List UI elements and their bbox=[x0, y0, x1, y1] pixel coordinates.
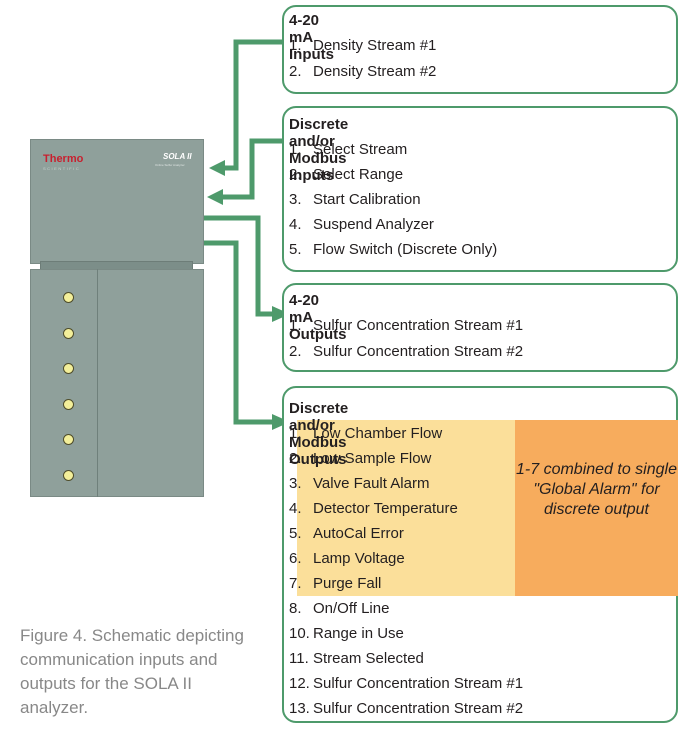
list-item: 5.Flow Switch (Discrete Only) bbox=[289, 241, 498, 258]
sola-ii-subtitle: Online Sulfur Analyzer bbox=[155, 163, 185, 167]
list-item: 1.Density Stream #1 bbox=[289, 37, 437, 54]
global-alarm-highlight bbox=[297, 420, 515, 596]
list-item: 12.Sulfur Concentration Stream #1 bbox=[289, 675, 524, 692]
arrowhead-discrete-inputs bbox=[207, 189, 223, 205]
list-item: 7.Purge Fall bbox=[289, 575, 382, 592]
list-item: 1.Select Stream bbox=[289, 141, 408, 158]
list-item: 2.Select Range bbox=[289, 166, 404, 183]
indicator-light bbox=[63, 469, 74, 481]
list-item: 2.Sulfur Concentration Stream #2 bbox=[289, 343, 524, 360]
list-item: 2.Low Sample Flow bbox=[289, 450, 432, 467]
arrow-4-20-outputs bbox=[204, 215, 273, 317]
thermo-logo: Thermo bbox=[43, 153, 84, 165]
indicator-light bbox=[63, 327, 74, 339]
analyzer-lower-cabinet bbox=[30, 269, 204, 497]
analyzer-door-seam bbox=[97, 269, 98, 497]
sola-ii-logo: SOLA II bbox=[163, 152, 192, 161]
scientific-logo: SCIENTIFIC bbox=[43, 166, 81, 171]
box-4-20-ma-inputs bbox=[282, 5, 678, 94]
list-item: 3.Start Calibration bbox=[289, 191, 421, 208]
arrowhead-4-20-inputs bbox=[209, 160, 225, 176]
indicator-light bbox=[63, 434, 74, 445]
list-item: 3.Valve Fault Alarm bbox=[289, 475, 430, 492]
figure-caption: Figure 4. Schematic depicting communicat… bbox=[20, 626, 244, 717]
list-item: 1.Low Chamber Flow bbox=[289, 425, 443, 442]
arrowhead-discrete-outputs bbox=[272, 414, 290, 430]
box-title: Discrete and/or Modbus Inputs bbox=[289, 116, 349, 184]
box-title: 4-20 mA Inputs bbox=[289, 12, 334, 63]
box-4-20-ma-outputs bbox=[282, 283, 678, 372]
list-item: 2.Density Stream #2 bbox=[289, 63, 437, 80]
box-title: Discrete and/or Modbus Outputs bbox=[289, 400, 349, 468]
indicator-light bbox=[63, 292, 74, 303]
analyzer-upper-cabinet bbox=[30, 139, 204, 264]
box-discrete-modbus-inputs bbox=[282, 106, 678, 272]
global-alarm-note-box bbox=[515, 420, 678, 596]
box-title: 4-20 mA Outputs bbox=[289, 292, 347, 343]
arrow-discrete-inputs bbox=[222, 138, 290, 200]
arrowhead-4-20-outputs bbox=[272, 306, 290, 322]
list-item: 5.AutoCal Error bbox=[289, 525, 404, 542]
arrow-4-20-inputs bbox=[223, 39, 292, 171]
indicator-light bbox=[63, 363, 74, 374]
global-alarm-note: 1-7 combined to single "Global Alarm" fo… bbox=[516, 461, 677, 518]
list-item: 8.On/Off Line bbox=[289, 600, 390, 617]
list-item: 4.Detector Temperature bbox=[289, 500, 458, 517]
list-item: 6.Lamp Voltage bbox=[289, 550, 405, 567]
list-item: 1.Sulfur Concentration Stream #1 bbox=[289, 317, 524, 334]
indicator-light bbox=[63, 398, 74, 410]
arrow-discrete-outputs bbox=[204, 240, 273, 425]
list-item: 13.Sulfur Concentration Stream #2 bbox=[289, 700, 524, 717]
list-item: 4.Suspend Analyzer bbox=[289, 216, 434, 233]
list-item: 11.Stream Selected bbox=[289, 650, 424, 667]
list-item: 10.Range in Use bbox=[289, 625, 404, 642]
